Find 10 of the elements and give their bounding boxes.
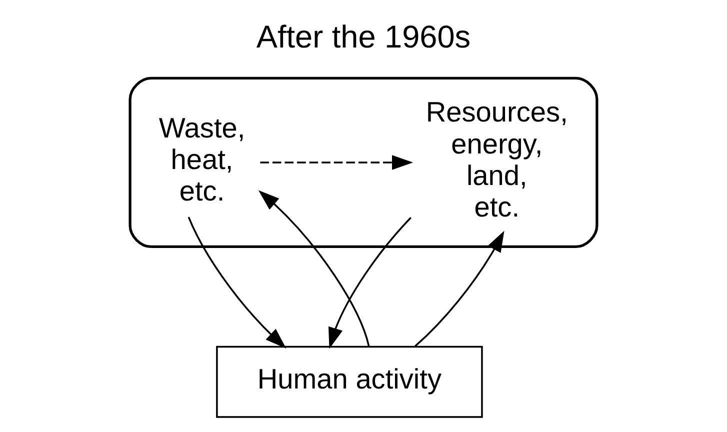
node-text: Resources, energy, land, etc. <box>426 96 568 223</box>
cluster <box>128 76 598 248</box>
arrow <box>188 216 286 348</box>
arrow <box>258 190 370 346</box>
arrow <box>260 155 414 170</box>
node-text: Waste, heat, etc. <box>158 112 246 207</box>
arrow <box>328 216 412 349</box>
node-box: Human activity <box>216 346 483 418</box>
arrow <box>414 230 504 347</box>
diagram-title: After the 1960s <box>256 18 471 54</box>
